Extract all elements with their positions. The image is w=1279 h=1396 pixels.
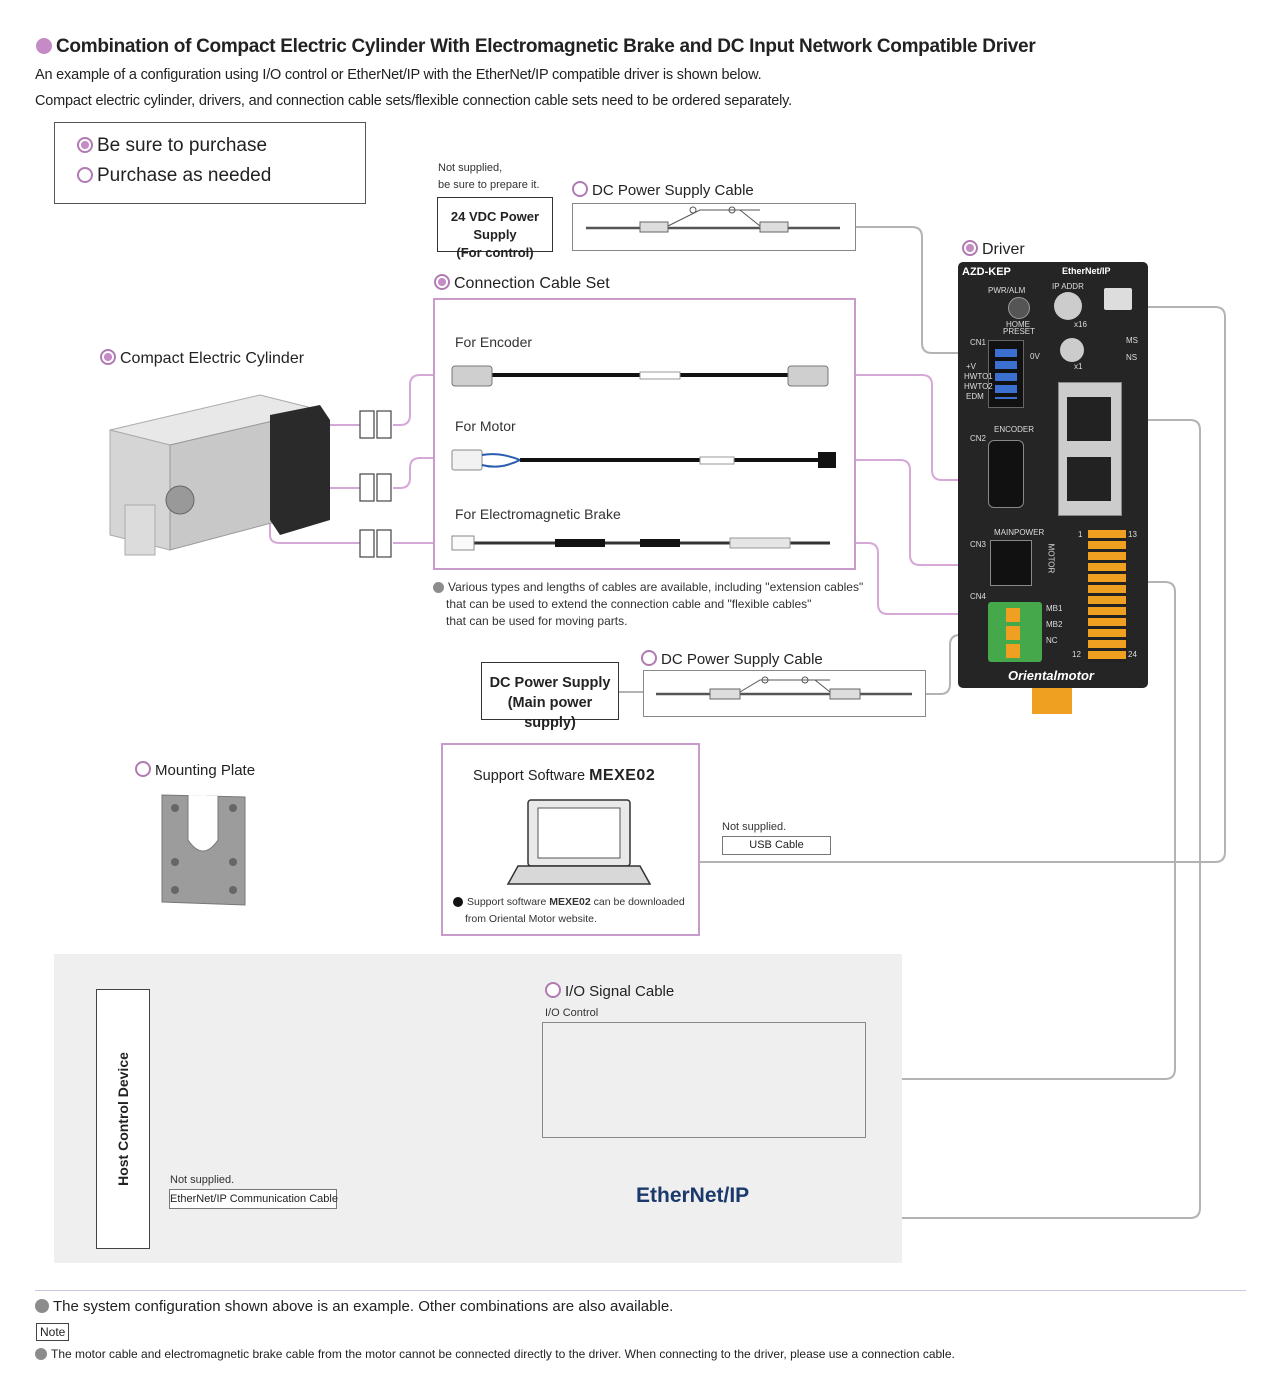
footer-line-1: The system configuration shown above is … xyxy=(35,1298,673,1315)
cylinder-drawing xyxy=(109,394,330,556)
io-cable-box xyxy=(542,1022,866,1138)
legend-box: Be sure to purchase Purchase as needed xyxy=(54,122,366,204)
eth-not-supplied: Not supplied. xyxy=(170,1174,235,1186)
cylinder-label: Compact Electric Cylinder xyxy=(100,349,304,368)
control-power-cable-drawing xyxy=(586,206,840,233)
io-wire-driver-side xyxy=(866,581,1176,1080)
io-cable-label: I/O Signal Cable xyxy=(545,982,674,1000)
ethernet-ports[interactable] xyxy=(1058,382,1122,516)
brake-cable-label: For Electromagnetic Brake xyxy=(455,506,621,522)
subtitle-line-2: Compact electric cylinder, drivers, and … xyxy=(35,93,792,109)
main-psu-box: DC Power Supply (Main power supply) xyxy=(481,662,619,731)
usb-cable-tag: USB Cable xyxy=(722,836,831,855)
control-power-wire xyxy=(856,226,996,354)
brake-cylinder-wire xyxy=(269,520,434,544)
note-tag: Note xyxy=(36,1323,70,1341)
motor-cable-drawing xyxy=(451,449,836,471)
optional-purchase-icon xyxy=(545,982,561,998)
mounting-plate-drawing xyxy=(161,794,246,906)
io-connector[interactable] xyxy=(1088,530,1126,662)
main-power-cable-label: DC Power Supply Cable xyxy=(641,650,823,668)
usb-not-supplied: Not supplied. xyxy=(722,821,787,833)
host-panel xyxy=(54,954,902,1263)
software-box xyxy=(441,743,700,936)
motor-port[interactable] xyxy=(990,540,1032,586)
control-power-cable-box xyxy=(572,203,856,251)
must-purchase-icon xyxy=(962,240,978,256)
bullet-icon xyxy=(36,38,52,54)
cn1-connector[interactable] xyxy=(988,340,1024,408)
encoder-wire xyxy=(856,374,990,481)
usb-port[interactable] xyxy=(1104,288,1132,310)
page-title: Combination of Compact Electric Cylinder… xyxy=(36,36,1036,58)
cable-set-note: Various types and lengths of cables are … xyxy=(433,579,863,630)
cn4-connector[interactable] xyxy=(988,602,1042,662)
must-purchase-icon xyxy=(77,137,93,153)
footer-divider xyxy=(35,1290,1246,1291)
optional-purchase-icon xyxy=(135,761,151,777)
io-control-label: I/O Control xyxy=(545,1007,599,1019)
motor-cable-label: For Motor xyxy=(455,418,516,434)
software-note: Support software MEXE02 can be downloade… xyxy=(453,894,685,928)
mounting-plate-label: Mounting Plate xyxy=(135,761,255,779)
optional-purchase-icon xyxy=(641,650,657,666)
control-psu-note-2: be sure to prepare it. xyxy=(438,179,540,191)
din-clip xyxy=(1032,688,1072,714)
home-preset-button[interactable] xyxy=(1008,297,1030,319)
ethernet-wire xyxy=(150,419,1201,1219)
subtitle-line-1: An example of a configuration using I/O … xyxy=(35,67,762,83)
brake-wire xyxy=(856,542,1000,615)
driver-heading: Driver xyxy=(962,240,1025,259)
control-psu-box: 24 VDC Power Supply (For control) xyxy=(437,197,553,260)
main-power-cable-box xyxy=(643,670,926,717)
eth-cable-tag: EtherNet/IP Communication Cable xyxy=(169,1189,338,1209)
note-bullet-icon xyxy=(433,582,444,593)
optional-purchase-icon xyxy=(572,181,588,197)
driver-unit: AZD-KEP EtherNet/IP PWR/ALM HOME PRESET … xyxy=(958,262,1148,688)
connection-cable-set-box xyxy=(433,298,856,570)
encoder-cable-drawing xyxy=(451,365,829,387)
ip-address-dial-x1[interactable] xyxy=(1060,338,1084,362)
motor-wire xyxy=(856,459,995,566)
laptop-icon xyxy=(506,799,652,885)
optional-purchase-icon xyxy=(77,167,93,183)
ethernet-ip-logo: EtherNet/IP xyxy=(636,1184,750,1207)
control-psu-note-1: Not supplied, xyxy=(438,162,503,174)
legend-purchase: Be sure to purchase xyxy=(77,135,267,157)
ip-address-dial-x16[interactable] xyxy=(1054,292,1082,320)
software-title: Support Software MEXE02 xyxy=(473,767,656,784)
main-power-cable-drawing xyxy=(656,676,912,700)
encoder-cable-label: For Encoder xyxy=(455,334,533,350)
footer-line-2: The motor cable and electromagnetic brak… xyxy=(35,1347,955,1361)
host-control-device: Host Control Device xyxy=(96,989,150,1249)
must-purchase-icon xyxy=(434,274,450,290)
encoder-port[interactable] xyxy=(988,440,1024,508)
brake-cable-drawing xyxy=(451,535,830,551)
note-bullet-icon xyxy=(35,1299,49,1313)
must-purchase-icon xyxy=(100,349,116,365)
main-power-wire xyxy=(926,634,1000,695)
connection-cable-set-label: Connection Cable Set xyxy=(434,274,610,293)
usb-wire xyxy=(700,306,1226,863)
note-bullet-icon xyxy=(35,1348,47,1360)
control-power-cable-label: DC Power Supply Cable xyxy=(572,181,754,199)
legend-as-needed: Purchase as needed xyxy=(77,165,271,187)
note-bullet-icon xyxy=(453,897,463,907)
